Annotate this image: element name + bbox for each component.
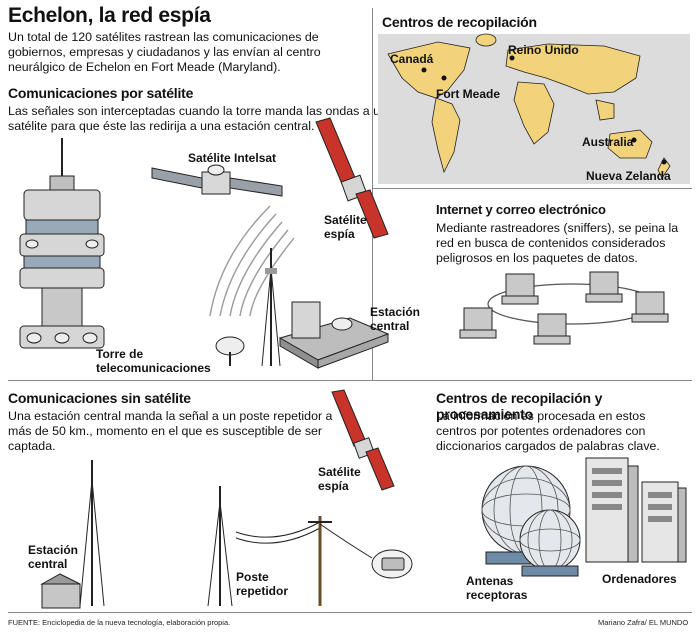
intelsat-label: Satélite Intelsat xyxy=(188,151,277,165)
station-label-bottom: Estación central xyxy=(28,543,79,571)
footer-divider xyxy=(8,612,692,613)
internet-text: Mediante rastreadores (sniffers), se pei… xyxy=(436,221,679,265)
processing-heading: Centros de recopilación y procesamiento xyxy=(436,390,603,422)
computer-network-illustration xyxy=(459,271,669,345)
footer-credit: Mariano Zafra/ EL MUNDO xyxy=(598,618,689,627)
station-mast-illustration xyxy=(79,460,105,607)
spy-satellite-illustration-bottom xyxy=(331,389,395,491)
signal-waves xyxy=(209,205,295,317)
spy-sat-label-bottom: Satélite espía xyxy=(318,465,361,493)
spy-satellite-illustration-top xyxy=(315,117,389,239)
section-divider-map xyxy=(372,188,692,189)
nosat-section-heading: Comunicaciones sin satélite xyxy=(8,390,191,406)
ground-dish-illustration xyxy=(215,336,245,366)
nosat-section-text: Una estación central manda la señal a un… xyxy=(8,409,333,453)
section-divider-horizontal xyxy=(8,380,692,381)
map-label-reino-unido: Reino Unido xyxy=(508,43,579,57)
sat-section-heading: Comunicaciones por satélite xyxy=(8,85,194,101)
map-label-australia: Australia xyxy=(582,135,634,149)
footer-source: FUENTE: Enciclopedia de la nueva tecnolo… xyxy=(8,618,231,627)
infographic-title: Echelon, la red espía xyxy=(8,4,211,27)
world-map xyxy=(378,33,690,184)
repeater-mast-illustration xyxy=(207,486,233,607)
radome-illustration xyxy=(481,465,581,577)
repeater-label: Poste repetidor xyxy=(236,570,289,598)
telecom-tower-illustration xyxy=(19,138,105,349)
map-label-fort-meade: Fort Meade xyxy=(436,87,501,101)
tower-label: Torre de telecomunicaciones xyxy=(96,347,211,375)
computers-label: Ordenadores xyxy=(602,572,677,586)
central-station-illustration xyxy=(278,301,390,369)
internet-heading: Internet y correo electrónico xyxy=(436,202,606,217)
antennas-label: Antenas receptoras xyxy=(466,574,528,602)
small-station-illustration xyxy=(40,573,81,609)
map-label-nueva-zelanda: Nueva Zelanda xyxy=(586,169,671,183)
sat-section-text: Las señales son interceptadas cuando la … xyxy=(8,104,387,133)
section-divider-vertical xyxy=(372,8,373,380)
map-heading: Centros de recopilación xyxy=(382,14,537,30)
server-racks-illustration xyxy=(585,457,687,563)
processing-text: La información es procesada en estos cen… xyxy=(436,409,660,453)
intelsat-satellite-illustration xyxy=(151,164,283,197)
spy-sat-label-top: Satélite espía xyxy=(324,213,367,241)
station-label-top: Estación central xyxy=(370,305,421,333)
antenna-mast-illustration xyxy=(261,248,281,367)
map-label-canada: Canadá xyxy=(390,52,434,66)
telephone-pole-illustration xyxy=(235,516,413,606)
lede-text: Un total de 120 satélites rastrean las c… xyxy=(8,30,321,74)
